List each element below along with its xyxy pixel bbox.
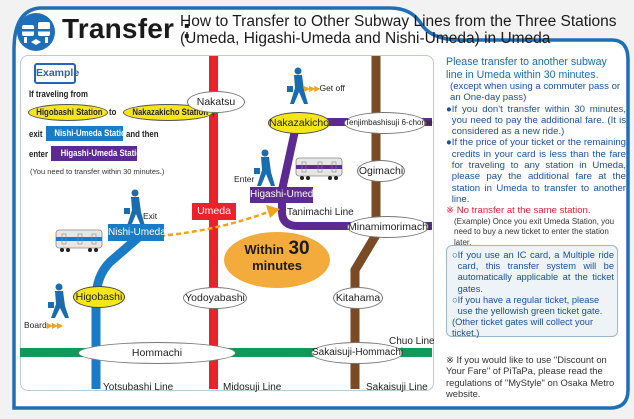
info-column: Please transfer to another subway line i… <box>446 56 626 248</box>
person-enter-icon <box>254 149 275 186</box>
bullet-icon: ● <box>446 103 452 115</box>
yotsubashi-line-label: Yotsubashi Line <box>103 382 174 393</box>
get-off-label: ▶▶▶Get off <box>304 83 345 93</box>
train-transfer-icon <box>17 13 55 51</box>
station-nakazakicho[interactable]: Nakazakicho <box>268 112 330 134</box>
enter-station-label: Higashi-Umeda Station. <box>60 148 149 159</box>
tanimachi-line-label: Tanimachi Line <box>287 207 354 218</box>
midosuji-line <box>209 56 218 389</box>
from-station-pill: Higobashi Station <box>28 104 108 121</box>
page-title: Transfer : <box>62 13 192 44</box>
tanimachi-line-branch <box>278 125 432 230</box>
info-bullet-1: ●If you don't transfer within 30 minutes… <box>446 104 626 138</box>
example-line-1: If traveling from <box>29 89 88 100</box>
page-subtitle: How to Transfer to Other Subway Lines fr… <box>180 13 617 47</box>
station-umeda[interactable]: Umeda <box>192 203 236 220</box>
to-word: to <box>109 107 117 118</box>
station-ogimachi[interactable]: Ogimachi <box>357 160 405 182</box>
from-station-label: Higobashi Station <box>36 107 103 118</box>
and-then: and then <box>126 129 159 140</box>
info-bullet-2: ●If the price of your ticket or the rema… <box>446 137 626 205</box>
board-text: Board <box>24 320 47 330</box>
exit-station-box: Nishi-Umeda Station <box>46 126 131 141</box>
info-heading: Please transfer to another subway line i… <box>446 56 607 81</box>
person-get-off-icon <box>287 67 308 104</box>
station-nakatsu[interactable]: Nakatsu <box>187 91 245 113</box>
arrows-icon: ▶▶▶ <box>304 84 321 93</box>
no-transfer-note: ※ No transfer at the same station. <box>446 205 591 217</box>
info-exception: (except when using a commuter pass or an… <box>450 81 621 104</box>
circle-icon: ○ <box>452 250 458 260</box>
box-note: (Other ticket gates will collect your ti… <box>452 317 594 339</box>
midosuji-line-label: Midosuji Line <box>223 382 282 393</box>
example-note: (You need to transfer within 30 minutes.… <box>30 167 165 176</box>
station-hommachi[interactable]: Hommachi <box>78 342 236 364</box>
ic-card-info-box: ○If you use an IC card, a Multiple ride … <box>446 245 618 339</box>
box-item-1-text: If you use an IC card, a Multiple ride c… <box>457 250 614 294</box>
enter-label: Enter <box>234 174 255 184</box>
station-tenjimbashisuji-6-chome[interactable]: Tenjimbashisuji 6-chome <box>344 112 433 134</box>
enter-word: enter <box>29 149 49 160</box>
yotsubashi-line <box>91 232 143 389</box>
board-label: Board▶▶▶ <box>24 320 64 330</box>
station-kitahama[interactable]: Kitahama <box>333 287 383 309</box>
bullet-1-text: If you don't transfer within 30 minutes,… <box>451 103 626 138</box>
station-yodoyabashi[interactable]: Yodoyabashi <box>183 287 247 309</box>
station-higashi-umeda[interactable]: Higashi-Umeda <box>250 187 319 203</box>
bullet-2-text: If the price of your ticket or the remai… <box>451 137 626 205</box>
exit-station-label: Nishi-Umeda Station <box>54 128 131 139</box>
subtitle-line-1: How to Transfer to Other Subway Lines fr… <box>180 13 617 30</box>
circle-icon: ○ <box>452 294 458 305</box>
transfer-arrowhead <box>266 205 280 218</box>
exit-word: exit <box>29 129 43 140</box>
to-station-pill: Nakazakicho Station <box>123 104 213 121</box>
pitapa-footnote: ※ If you would like to use "Discount on … <box>446 354 615 400</box>
person-exit-icon <box>124 189 145 226</box>
within-30-minutes-callout: Within 30 minutes <box>224 232 330 288</box>
chuo-line-label: Chuo Line <box>389 336 435 347</box>
subtitle-line-2: (Umeda, Higashi-Umeda and Nishi-Umeda) i… <box>180 30 551 47</box>
station-nishi-umeda[interactable]: Nishi-Umeda <box>108 224 166 241</box>
box-item-2: ○If you have a regular ticket, please us… <box>452 295 614 317</box>
bullet-icon: ● <box>446 137 452 149</box>
example-badge: Example <box>34 63 79 84</box>
box-item-2-text: If you have a regular ticket, please use… <box>457 294 603 317</box>
arrows-icon: ▶▶▶ <box>46 321 64 330</box>
blue-train-icon <box>55 229 103 252</box>
transfer-path <box>159 210 269 238</box>
box-item-1: ○If you use an IC card, a Multiple ride … <box>452 250 614 295</box>
exit-label: Exit <box>143 211 158 221</box>
logo-icon <box>16 12 56 52</box>
station-minamimorimachi[interactable]: Minamimorimachi <box>347 216 430 238</box>
example-note-right: (Example) Once you exit Umeda Station, y… <box>454 216 615 247</box>
station-higobashi[interactable]: Higobashi <box>73 286 125 308</box>
within-text: Within <box>244 242 284 257</box>
person-board-icon <box>48 283 69 318</box>
enter-station-box: Higashi-Umeda Station. <box>51 146 148 161</box>
sakaisuji-line <box>350 56 381 389</box>
purple-train-icon <box>295 157 343 180</box>
minutes-text: minutes <box>252 258 302 273</box>
get-off-text: Get off <box>319 83 345 93</box>
to-station-label: Nakazakicho Station <box>132 107 209 118</box>
sakaisuji-line-label: Sakaisuji Line <box>366 382 428 393</box>
station-sakaisuji-hommachi[interactable]: Sakaisuji-Hommachi <box>311 342 403 364</box>
within-number: 30 <box>288 238 310 259</box>
